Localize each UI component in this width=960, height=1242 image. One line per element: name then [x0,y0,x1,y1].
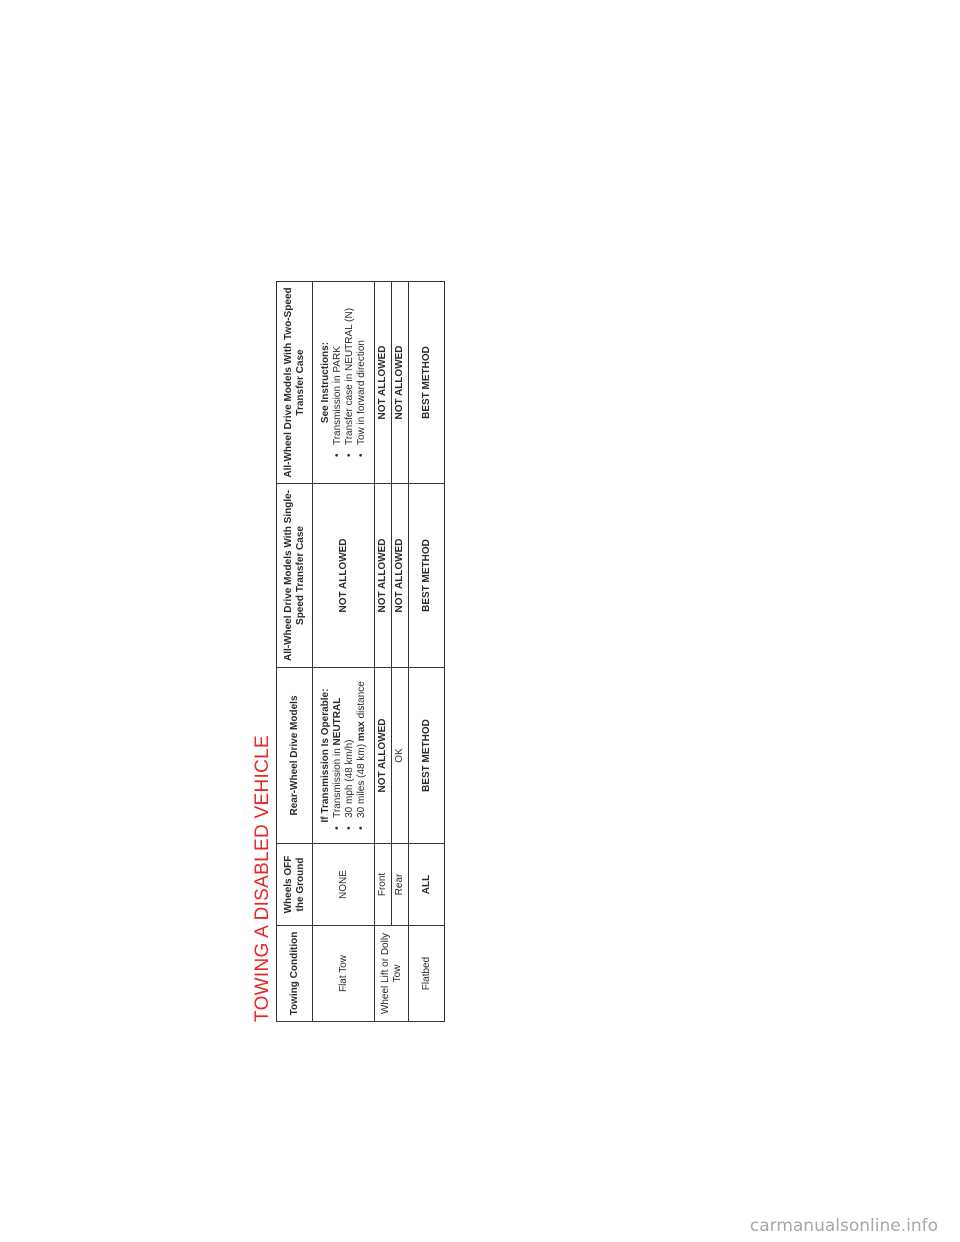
awd-two-heading: See Instructions: [319,341,331,424]
list-item: Transmission in PARK [332,308,344,457]
page-title: TOWING A DISABLED VEHICLE [252,735,273,1022]
awd-two-instructions: See Instructions: Transmission in PARK T… [320,308,368,457]
cell-awd-single: NOT ALLOWED [312,483,375,668]
cell-condition: Wheel Lift or Dolly Tow [374,925,409,1022]
bullet-text: 30 miles (48 km) [355,741,367,818]
list-item: Transfer case in NEUTRAL (N) [344,308,356,457]
awd-two-bullet-list: Transmission in PARK Transfer case in NE… [332,308,368,457]
cell-wheels-off: ALL [408,843,445,926]
column-header: Rear-Wheel Drive Models [276,667,313,844]
column-header: Towing Condition [276,925,313,1022]
bullet-text: distance [355,681,367,722]
rotated-page-content: TOWING A DISABLED VEHICLE Towing Conditi… [252,281,445,1022]
table-row: Flat Tow NONE If Transmission Is Operabl… [312,281,375,1022]
cell-rwd: BEST METHOD [408,667,445,844]
cell-rwd: If Transmission Is Operable: Transmissio… [312,667,375,844]
column-header: Wheels OFF the Ground [276,843,313,926]
bullet-bold-text: max [355,721,367,742]
cell-wheels-off: NONE [312,843,375,926]
cell-awd-two: See Instructions: Transmission in PARK T… [312,281,375,484]
rwd-bullet-list: Transmission in NEUTRAL 30 mph (48 km/h)… [332,681,368,830]
cell-awd-single: NOT ALLOWED [374,483,392,668]
cell-awd-single: BEST METHOD [408,483,445,668]
bullet-bold-text: NEUTRAL [331,697,343,746]
table-row: Wheel Lift or Dolly Tow Front NOT ALLOWE… [374,281,409,1022]
list-item: Transmission in NEUTRAL [332,681,344,830]
cell-awd-two: NOT ALLOWED [374,281,392,484]
cell-wheels-off: Rear [391,843,409,926]
list-item: 30 miles (48 km) max distance [356,681,368,830]
cell-awd-two: BEST METHOD [408,281,445,484]
watermark: carmanualsonline.info [749,1216,938,1236]
cell-condition: Flat Tow [312,925,375,1022]
cell-rwd: NOT ALLOWED [374,667,392,844]
rwd-heading: If Transmission Is Operable: [319,688,331,823]
cell-condition: Flatbed [408,925,445,1022]
cell-awd-single: NOT ALLOWED [391,483,409,668]
table-header-row: Towing Condition Wheels OFF the Ground R… [276,281,313,1022]
column-header: All-Wheel Drive Models With Single-Speed… [276,483,313,668]
cell-wheels-off: Front [374,843,392,926]
table-row: Flatbed ALL BEST METHOD BEST METHOD BEST… [408,281,445,1022]
towing-table: Towing Condition Wheels OFF the Ground R… [276,281,445,1022]
bullet-text: Transmission in [331,745,343,818]
column-header: All-Wheel Drive Models With Two-Speed Tr… [276,281,313,484]
rwd-instructions: If Transmission Is Operable: Transmissio… [320,681,368,830]
cell-awd-two: NOT ALLOWED [391,281,409,484]
list-item: 30 mph (48 km/h) [344,681,356,830]
list-item: Tow in forward direction [356,308,368,457]
cell-rwd: OK [391,667,409,844]
table-row: Rear OK NOT ALLOWED NOT ALLOWED [391,281,409,1022]
